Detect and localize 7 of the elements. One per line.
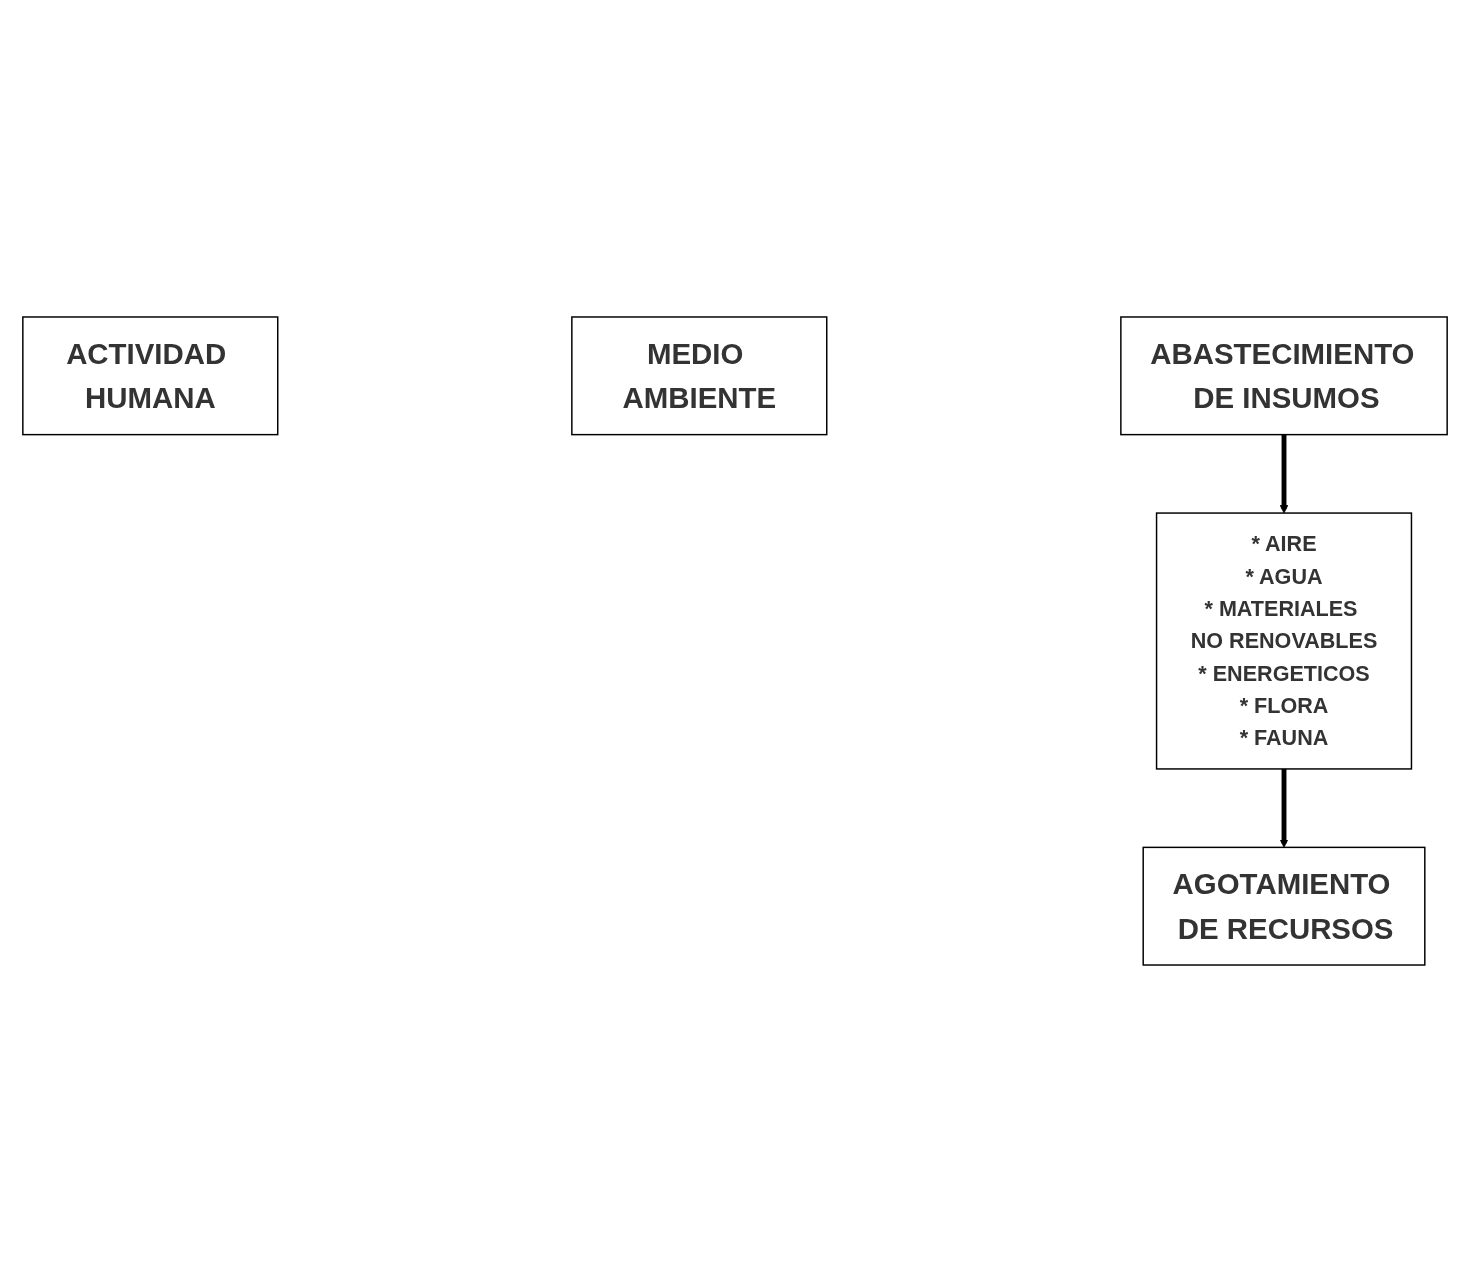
node-box: MEDIO AMBIENTE: [571, 316, 828, 436]
node-box: ABASTECIMIENTO DE INSUMOS: [1120, 316, 1448, 436]
node-box: AGOTAMIENTO DE RECURSOS: [1142, 846, 1426, 966]
arrow: [1279, 434, 1289, 514]
node-box: ACTIVIDAD HUMANA: [22, 316, 279, 436]
node-box: * AIRE * AGUA * MATERIALES NO RENOVABLES * ENERGETICOS * FLORA * FAUNA: [1155, 512, 1413, 770]
arrow: [1279, 768, 1289, 848]
